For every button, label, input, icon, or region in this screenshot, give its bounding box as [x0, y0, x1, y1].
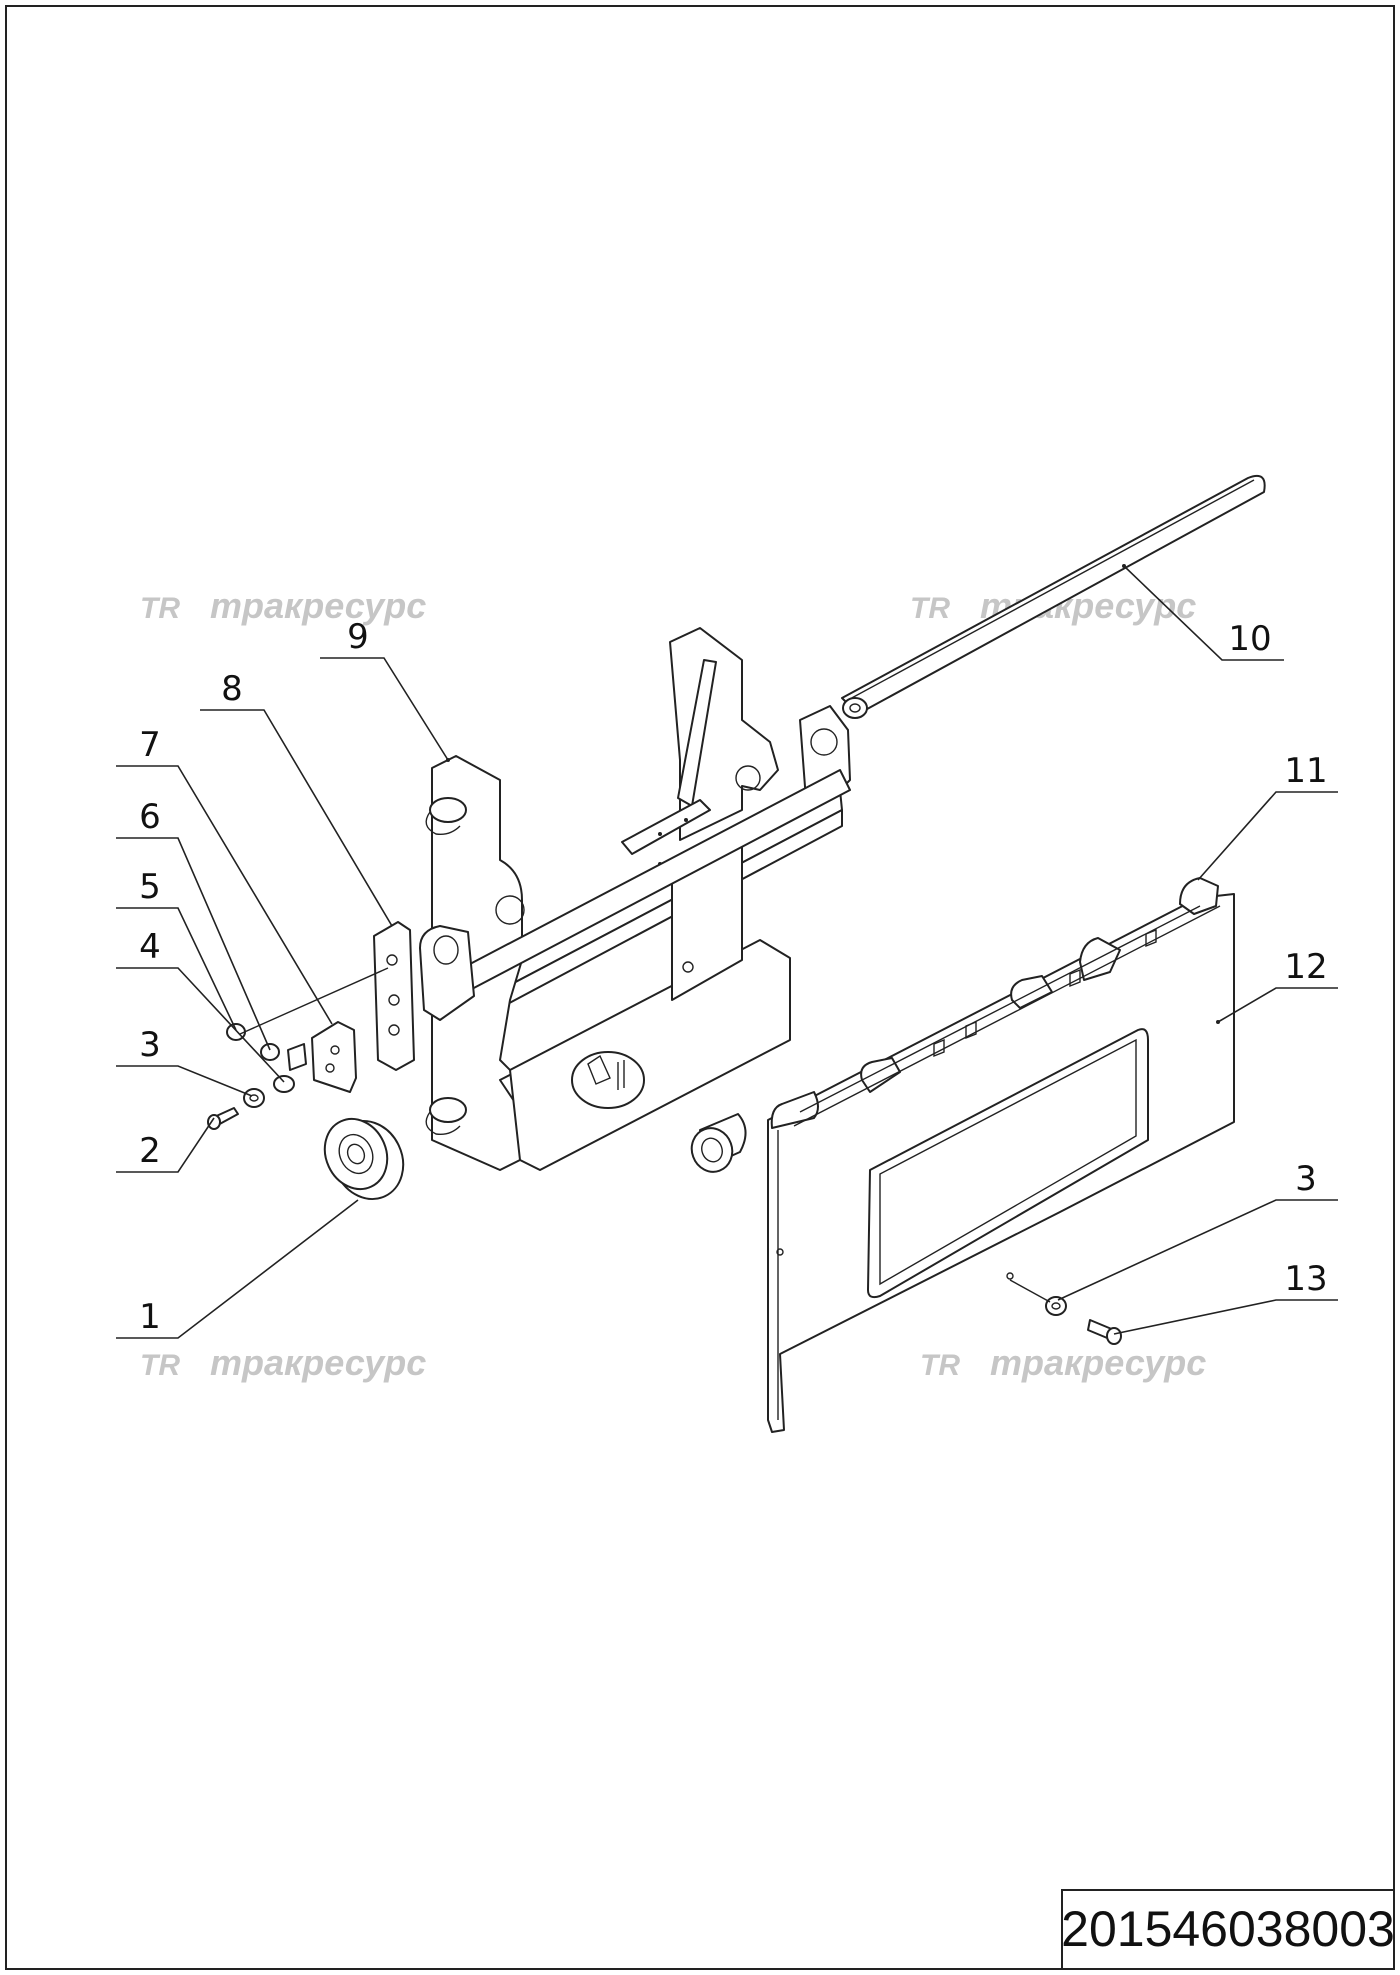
callout-3: 3: [139, 1025, 161, 1065]
callout-11: 11: [1284, 751, 1327, 791]
watermark-logo: TR: [920, 1349, 960, 1382]
watermark-logo: TR: [910, 592, 950, 625]
callout-8: 8: [221, 669, 243, 709]
callout-12: 12: [1284, 947, 1327, 987]
carriage-plate-part-12: [767, 877, 1235, 1433]
watermark-text: тракресурс: [210, 585, 426, 626]
callout-6: 6: [139, 797, 161, 837]
sheet-border: [5, 5, 1395, 1970]
watermark: TR тракресурс: [920, 1342, 1206, 1383]
bracket-part-7: [311, 1021, 357, 1093]
callout-labels: 1 2 3 4 5 6 7 8 9 10 11 12 3 13: [139, 617, 1327, 1337]
shaft-part: [841, 474, 1266, 719]
roller-part-1: [323, 1117, 405, 1200]
title-block: 201546038003: [1061, 1889, 1395, 1970]
callout-13: 13: [1284, 1259, 1327, 1299]
callout-7: 7: [139, 725, 161, 765]
bolt-part-2: [207, 1107, 239, 1130]
bolt-part-13: [1087, 1319, 1122, 1345]
callout-3-lower: 3: [1295, 1159, 1317, 1199]
frame-part: [419, 627, 851, 1171]
document-number: 201546038003: [1061, 1901, 1395, 1957]
callout-2: 2: [139, 1131, 161, 1171]
bushing-part-11: [690, 1113, 747, 1173]
watermark: TR тракресурс: [140, 1342, 426, 1383]
washer-part-3: [243, 1088, 265, 1108]
washer-part-6: [287, 1043, 307, 1071]
callout-10: 10: [1228, 619, 1271, 659]
watermark-text: тракресурс: [210, 1342, 426, 1383]
callout-4: 4: [139, 927, 161, 967]
watermark-logo: TR: [140, 1349, 180, 1382]
callout-5: 5: [139, 867, 161, 907]
watermark-text: тракресурс: [990, 1342, 1206, 1383]
watermark-logo: TR: [140, 592, 180, 625]
callout-9: 9: [347, 617, 369, 657]
watermark: TR тракресурс: [140, 585, 426, 626]
leader-lines: [116, 565, 1338, 1339]
washer-part-4: [273, 1075, 295, 1093]
washer-part-3-lower: [1045, 1296, 1067, 1316]
plate-part-8: [373, 921, 415, 1071]
callout-1: 1: [139, 1297, 161, 1337]
